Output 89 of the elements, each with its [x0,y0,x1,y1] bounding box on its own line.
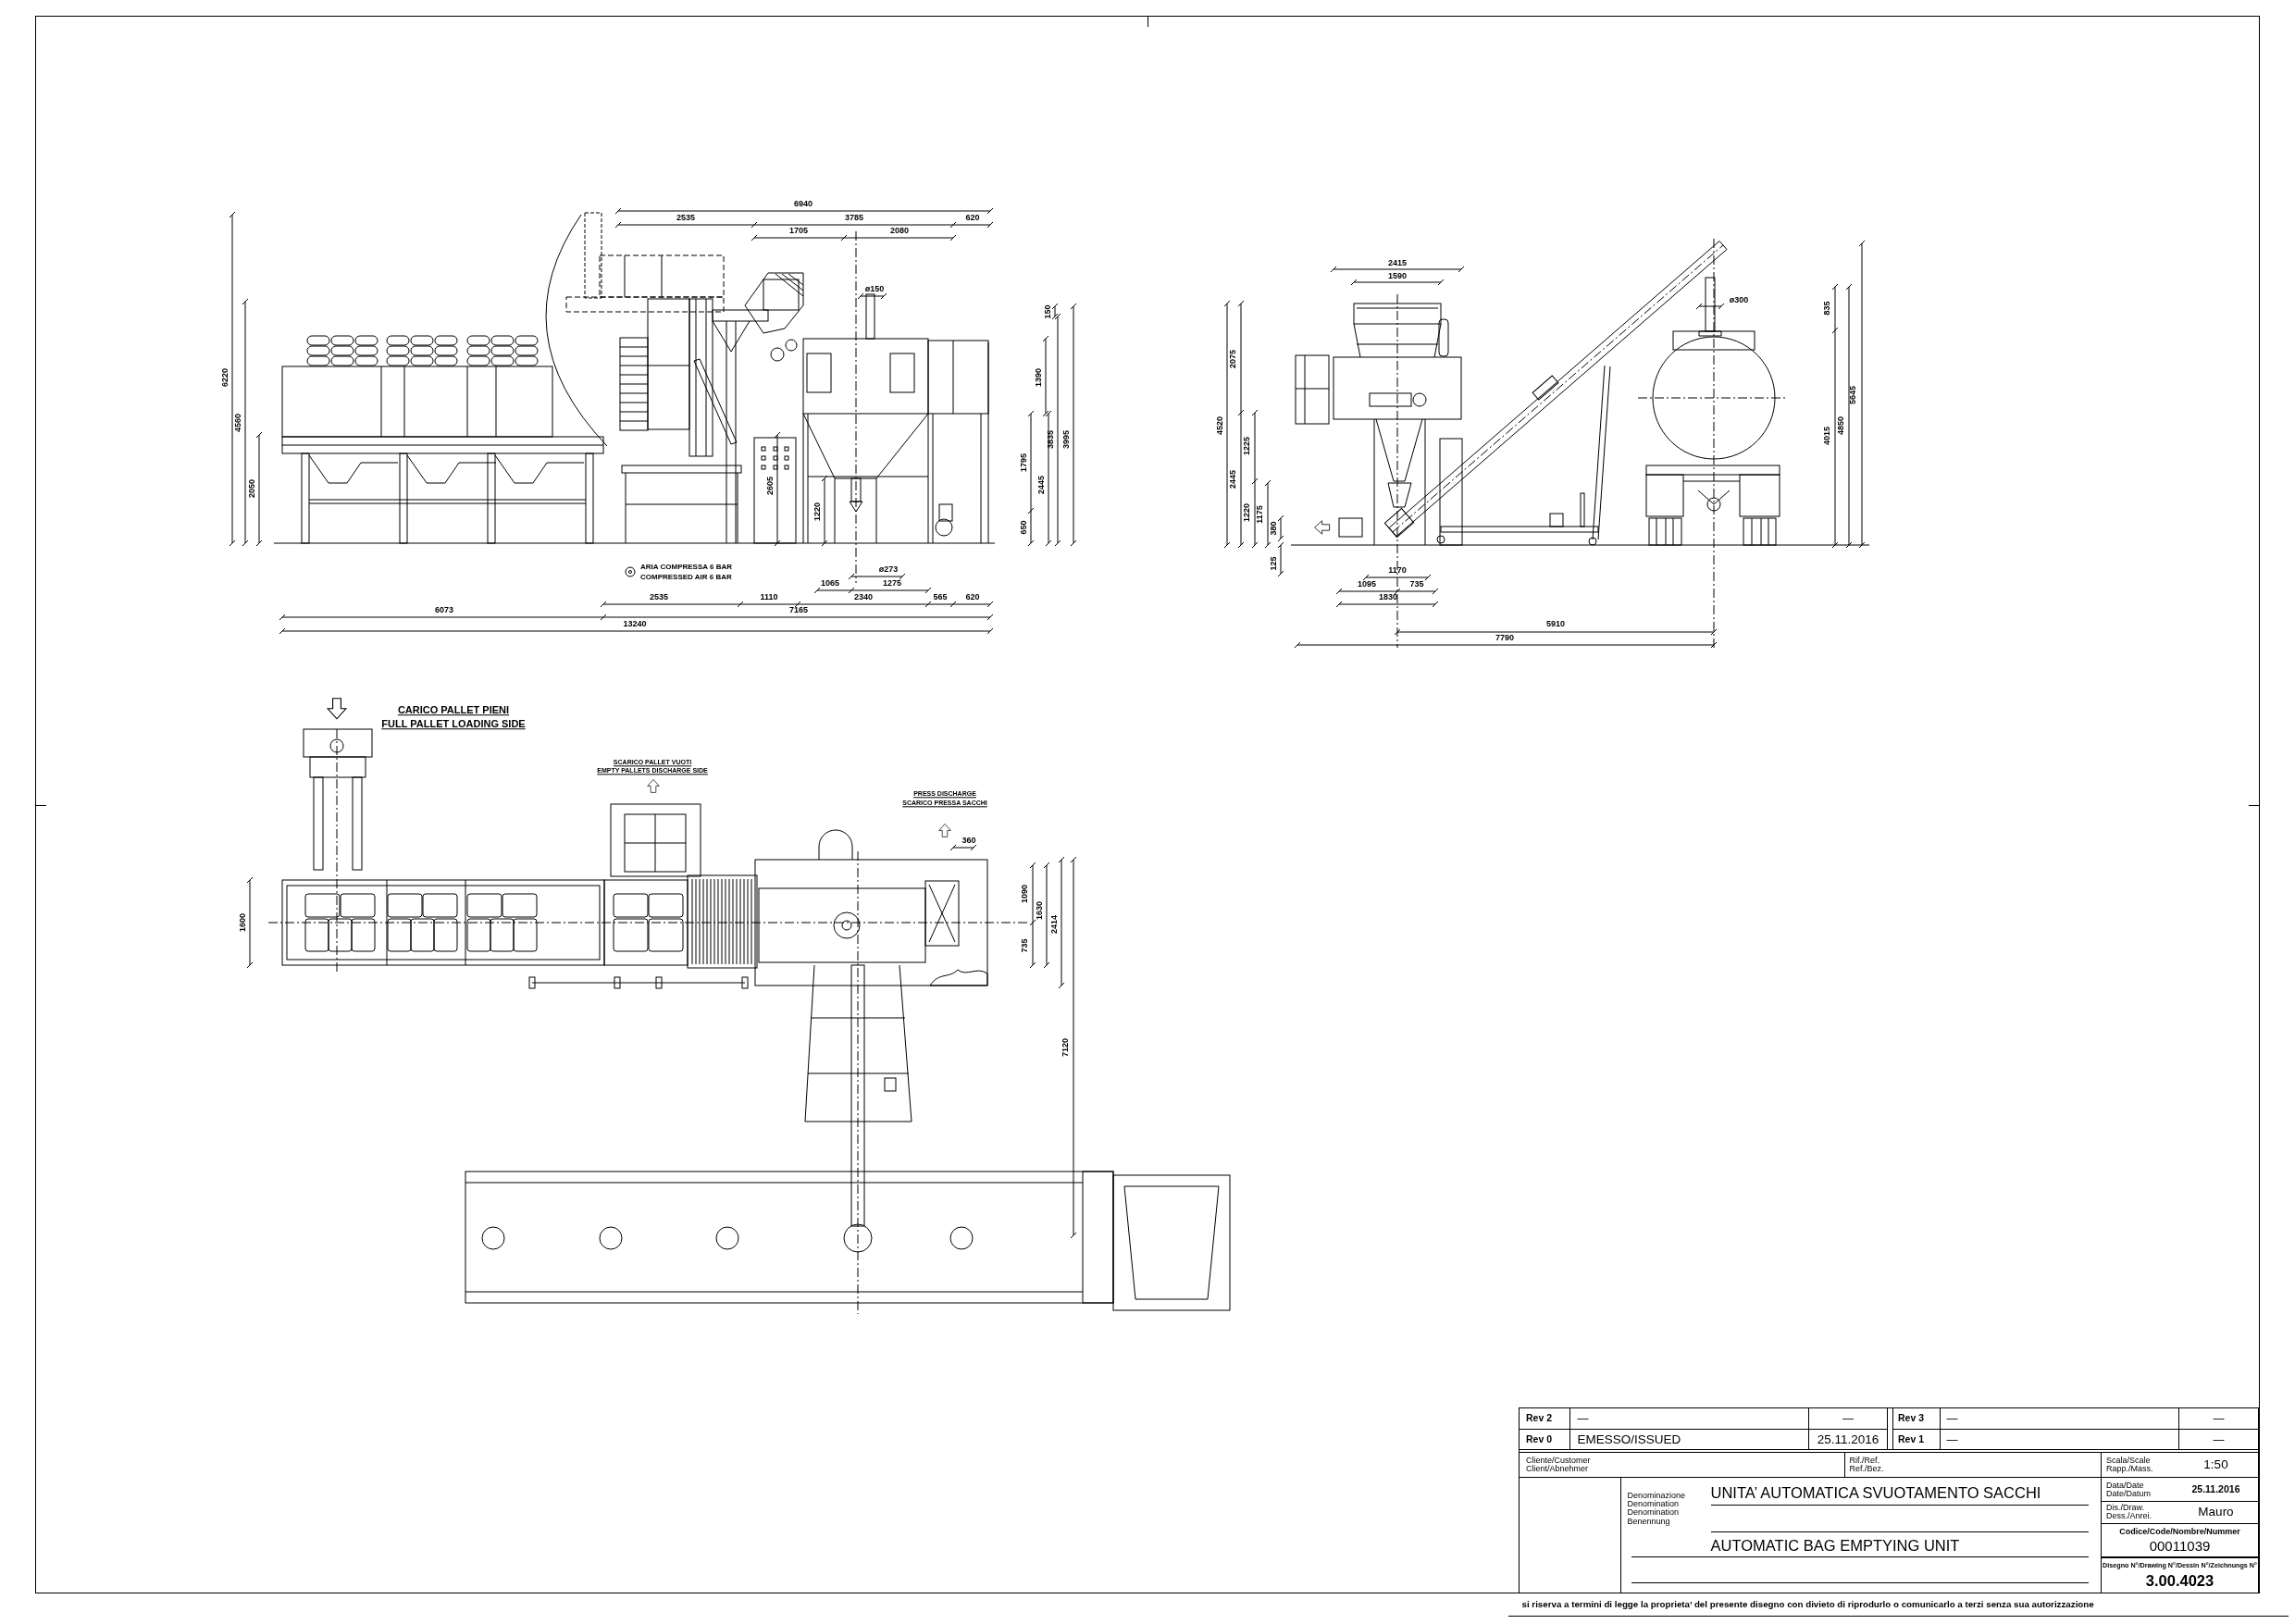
dimension-value: 125 [1270,556,1279,571]
dimension-value: 2414 [1050,915,1060,934]
dimension-value: 1175 [1256,505,1265,524]
dimension-value: 3995 [1062,430,1072,449]
dimension-value: 1220 [813,502,823,521]
title-block-text: 00011039 [2149,1539,2211,1554]
title-block-text: 1:50 [2203,1457,2228,1471]
title-block-text: — [1842,1412,1854,1425]
dimension-value: 6940 [794,200,813,209]
note-text: ARIA COMPRESSA 6 BAR [640,563,732,572]
dimension-value: 1600 [239,913,248,932]
dimension-value: ø273 [878,565,899,575]
dimension-value: 2445 [1229,470,1238,489]
title-block-text: si riserva a termini di legge la proprieta’ del presente disegno con divieto di riprodurlo o comunicarlo a terzi senza sua autorizzazione [1521,1599,2094,1610]
dimension-value: 1090 [1021,885,1030,903]
title-block-text: Dis./Draw. Dess./Anrei. [2106,1503,2152,1520]
title-block-text: UNITA’ AUTOMATICA SVUOTAMENTO SACCHI [1710,1485,2041,1502]
dimension-value: 4560 [234,414,243,432]
title-block-text: 3.00.4023 [2145,1572,2214,1590]
title-block-text: — [1946,1412,1958,1425]
title-block-text: 25.11.2016 [1817,1432,1879,1446]
title-block-text: Mauro [2198,1505,2234,1519]
dimension-value: ø150 [864,285,885,294]
dimension-value: 2605 [766,477,775,495]
dimension-value: 3835 [1047,430,1056,449]
note-text: COMPRESSED AIR 6 BAR [640,573,732,582]
title-block-text: Rev 3 [1898,1413,1925,1424]
title-block-text: Cliente/Customer Client/Abnehmer [1526,1456,1591,1473]
dimension-value: 1110 [760,593,778,602]
dimension-value: 1220 [1243,503,1252,522]
dimension-value: 2535 [650,593,668,602]
dimension-value: 1795 [1020,453,1029,472]
dimension-value: 835 [1823,301,1832,316]
dimension-value: 735 [1409,580,1424,589]
dimension-value: 360 [961,837,976,846]
title-block-text: — [1946,1433,1958,1445]
view-heading: FULL PALLET LOADING SIDE [381,719,526,730]
dimension-value: 4015 [1823,427,1832,445]
dimension-value: ø300 [1729,296,1749,305]
dimension-value: 2445 [1037,476,1047,494]
title-block-text: Data/Date Date/Datum [2106,1481,2151,1498]
dimension-value: 1705 [789,227,808,236]
title-block-text: Denominazione Denomination Denomination Benennung [1627,1491,1686,1527]
dimension-value: 2080 [890,227,909,236]
dimension-value: 5910 [1546,620,1565,629]
title-block-text: — [2213,1433,2225,1445]
title-block-text: — [2213,1412,2225,1425]
dimension-value: 2535 [676,214,695,223]
dimension-value: 5645 [1849,386,1858,404]
dimension-value: 2075 [1229,350,1238,368]
title-block-text: Rev 1 [1898,1434,1925,1444]
title-block-text: Rif./Ref. Ref./Bez. [1849,1456,1884,1473]
dimension-value: 1590 [1388,272,1407,281]
dimension-value: 2340 [854,593,873,602]
title-block-text: Rev 0 [1526,1434,1553,1444]
dimension-value: 2415 [1388,259,1407,268]
title-block-text: AUTOMATIC BAG EMPTYING UNIT [1710,1538,1960,1555]
dimension-value: 7165 [789,606,808,615]
dimension-value: 735 [1021,938,1030,953]
dimension-value: 565 [933,593,948,602]
dimension-value: 150 [1044,304,1053,319]
dimension-value: 620 [965,593,980,602]
dimension-value: 4850 [1837,416,1846,435]
dimension-value: 13240 [623,620,647,629]
dimension-value: 4520 [1216,416,1225,435]
title-block-text: Codice/Code/Nombre/Nummer [2119,1528,2240,1537]
dimension-value: 650 [1020,520,1029,535]
dimension-value: 1065 [821,579,839,589]
dimension-value: 6220 [221,368,230,387]
dimension-value: 3785 [845,214,863,223]
title-block-text: Rev 2 [1526,1413,1553,1424]
dimension-value: 7790 [1495,634,1514,643]
dimension-value: 1390 [1035,368,1044,387]
title-block-text: — [1577,1412,1589,1425]
view-heading: CARICO PALLET PIENI [397,705,510,716]
dimension-value: 1275 [883,579,901,589]
dimension-value: 2050 [248,479,257,498]
dimension-value: 6073 [435,606,453,615]
dimension-value: 7120 [1061,1038,1071,1057]
dimension-value: 1830 [1379,593,1397,602]
title-block-text: EMESSO/ISSUED [1577,1432,1681,1446]
dimension-value: 1170 [1388,566,1407,576]
dimension-value: 1095 [1358,580,1376,589]
dimension-value: 1630 [1036,901,1045,920]
title-block-text: 25.11.2016 [2191,1484,2240,1494]
dimension-value: 1225 [1243,437,1252,455]
dimension-value: 380 [1270,521,1279,536]
dimension-value: 620 [965,214,980,223]
title-block-text: Scala/Scale Rapp./Mass. [2106,1456,2153,1473]
